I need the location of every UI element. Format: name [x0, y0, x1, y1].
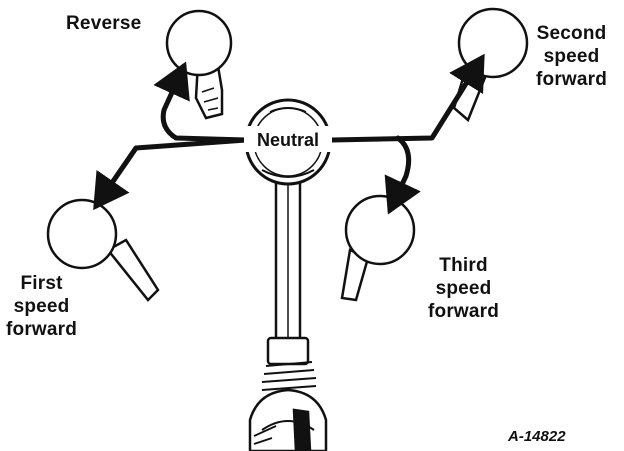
shift-pattern — [93, 53, 485, 215]
reverse-knob — [165, 9, 233, 120]
shift-path-right — [329, 53, 485, 143]
reverse-label-text: Reverse — [66, 13, 142, 34]
shift-path-reverse — [153, 61, 249, 143]
shift-path-third — [384, 135, 421, 215]
reverse-label: Reverse — [66, 12, 141, 35]
second-speed-line-1: Second — [536, 23, 607, 44]
figure-id: A-14822 — [508, 428, 566, 445]
third-speed-label: Third speed forward — [428, 254, 499, 323]
third-speed-knob — [340, 194, 416, 302]
shift-lever-shaft — [261, 176, 317, 391]
third-speed-line-3: forward — [428, 301, 500, 322]
first-speed-line-2: speed — [13, 296, 70, 317]
first-speed-line-3: forward — [6, 319, 78, 340]
first-speed-line-1: First — [20, 273, 63, 294]
neutral-label: Neutral — [257, 130, 319, 150]
second-speed-knob — [452, 7, 529, 123]
shift-path-first — [93, 145, 139, 211]
second-speed-label: Second speed forward — [536, 22, 607, 91]
shift-lever-boot — [248, 388, 328, 451]
neutral-hub: Neutral — [244, 98, 332, 186]
third-speed-line-2: speed — [435, 278, 492, 299]
second-speed-line-2: speed — [543, 46, 600, 67]
second-speed-line-3: forward — [536, 69, 608, 90]
third-speed-line-1: Third — [439, 255, 488, 276]
first-speed-label: First speed forward — [6, 272, 77, 341]
first-speed-knob — [46, 198, 160, 302]
